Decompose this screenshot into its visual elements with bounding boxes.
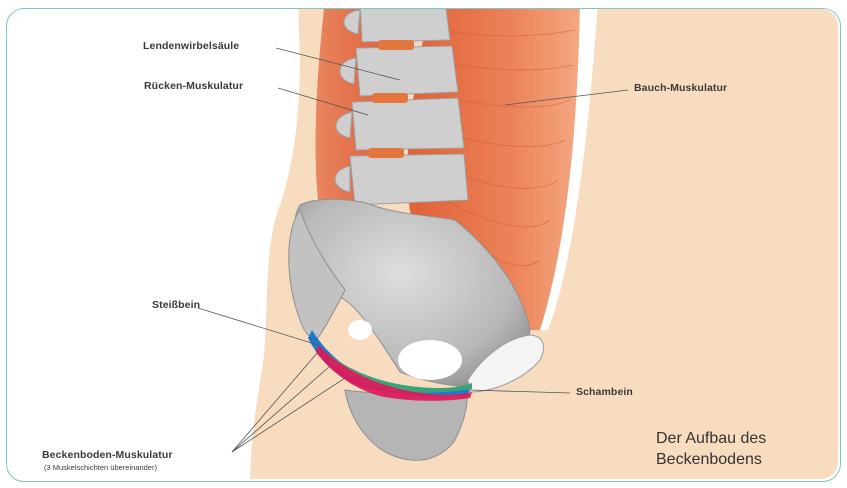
caption-line-1: Der Aufbau des xyxy=(656,428,826,449)
label-ruecken-muskulatur: Rücken-Muskulatur xyxy=(144,80,243,92)
label-steissbein: Steißbein xyxy=(152,299,200,311)
label-lendenwirbelsaeule: Lendenwirbelsäule xyxy=(143,40,239,52)
label-beckenboden-sub: (3 Muskelschichten übereinander) xyxy=(44,463,157,472)
figure-caption: Der Aufbau des Beckenbodens xyxy=(656,428,826,470)
lumbar-spine xyxy=(335,0,468,205)
label-schambein: Schambein xyxy=(576,386,633,398)
label-beckenboden-muskulatur: Beckenboden-Muskulatur xyxy=(42,449,173,461)
label-bauch-muskulatur: Bauch-Muskulatur xyxy=(634,82,727,94)
caption-line-2: Beckenbodens xyxy=(656,449,826,470)
pelvic-opening xyxy=(398,340,462,380)
